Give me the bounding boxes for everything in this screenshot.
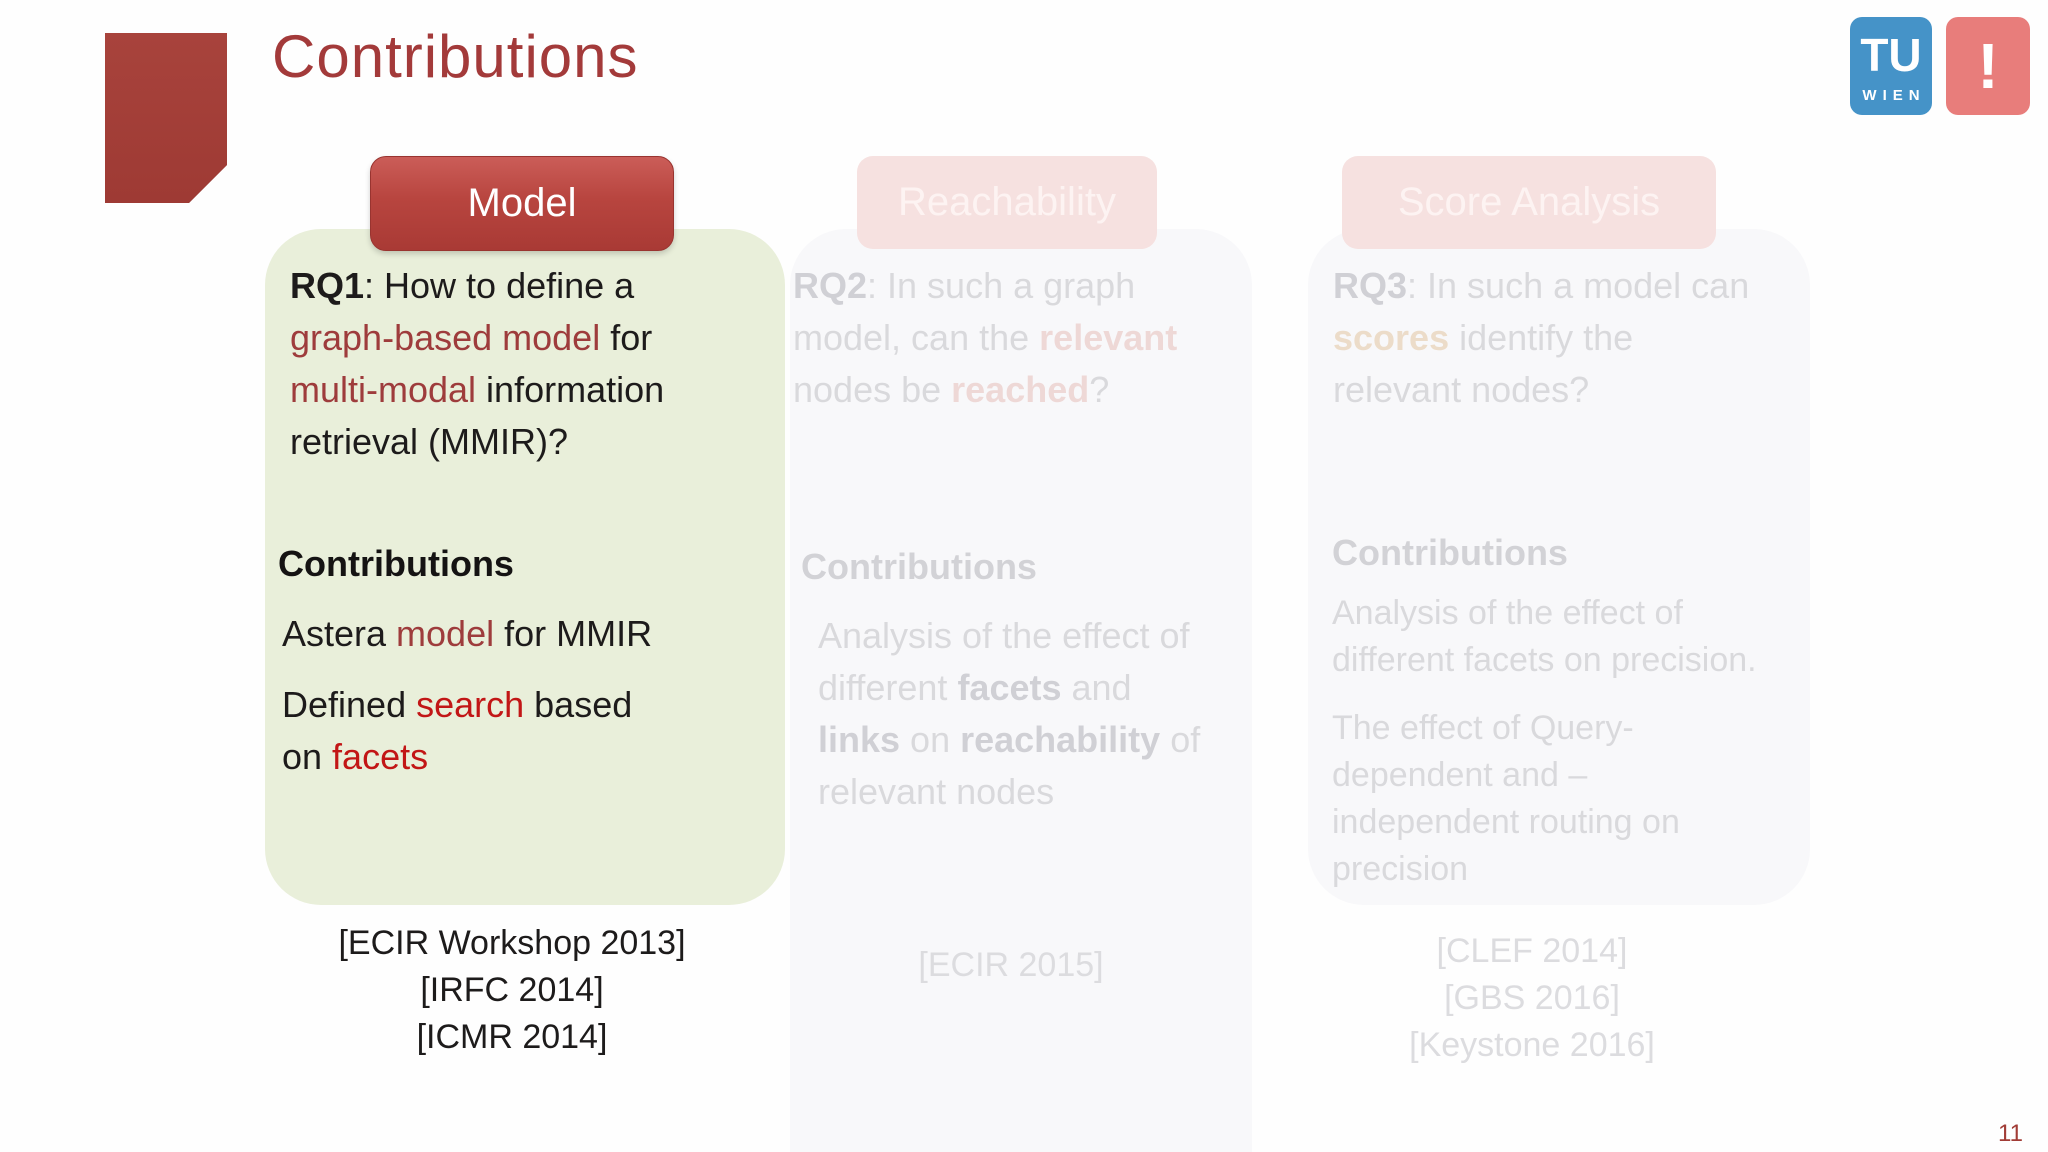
model-panel (265, 229, 785, 905)
wien-logo-text: WIEN (1862, 87, 1926, 104)
page-number: 11 (1998, 1120, 2023, 1147)
contributions-heading-reachability: Contributions (801, 546, 1037, 587)
rq3-text: RQ3: In such a model can scores identify… (1333, 265, 1750, 410)
tu-wien-logo-blue: TU WIEN (1850, 17, 1932, 115)
tu-wien-logo: TU WIEN ! (1850, 17, 2030, 115)
citation-line: [IRFC 2014] (420, 971, 604, 1009)
citation-line: [CLEF 2014] (1436, 932, 1628, 970)
citation-line: [ECIR Workshop 2013] (338, 924, 686, 962)
bookmark-icon (105, 33, 227, 203)
contributions-heading-model: Contributions (278, 543, 514, 584)
score-contribution-1: Analysis of the effect of different face… (1332, 594, 1757, 679)
rq2-text: RQ2: In such a graph model, can the rele… (793, 265, 1178, 410)
citation-line: [ICMR 2014] (416, 1018, 608, 1056)
citation-line: [GBS 2016] (1444, 979, 1620, 1017)
model-citations: [ECIR Workshop 2013] [IRFC 2014] [ICMR 201… (292, 920, 732, 1061)
score-analysis-panel (1308, 229, 1810, 905)
reachability-contribution-1: Analysis of the effect of different face… (818, 615, 1201, 812)
model-contribution-1: Astera model for MMIR (282, 613, 653, 654)
reachability-citations: [ECIR 2015] (781, 942, 1241, 989)
page-title: Contributions (272, 23, 639, 90)
score-contribution-2: The effect of Query- dependent and – ind… (1332, 709, 1680, 888)
rq1-text: RQ1: How to define a graph-based model f… (290, 265, 665, 462)
model-pill: Model (370, 156, 674, 251)
reachability-panel (790, 229, 1252, 1152)
contributions-heading-score: Contributions (1332, 532, 1568, 573)
citation-line: [ECIR 2015] (918, 946, 1104, 984)
bookmark-fold (189, 165, 227, 203)
score-analysis-pill: Score Analysis (1342, 156, 1716, 249)
citation-line: [Keystone 2016] (1409, 1026, 1655, 1064)
exclamation-logo: ! (1946, 17, 2030, 115)
tu-logo-text: TU (1860, 29, 1922, 81)
reachability-pill: Reachability (857, 156, 1157, 249)
model-contribution-2: Defined search based on facets (282, 684, 633, 777)
score-citations: [CLEF 2014] [GBS 2016] [Keystone 2016] (1302, 928, 1762, 1069)
